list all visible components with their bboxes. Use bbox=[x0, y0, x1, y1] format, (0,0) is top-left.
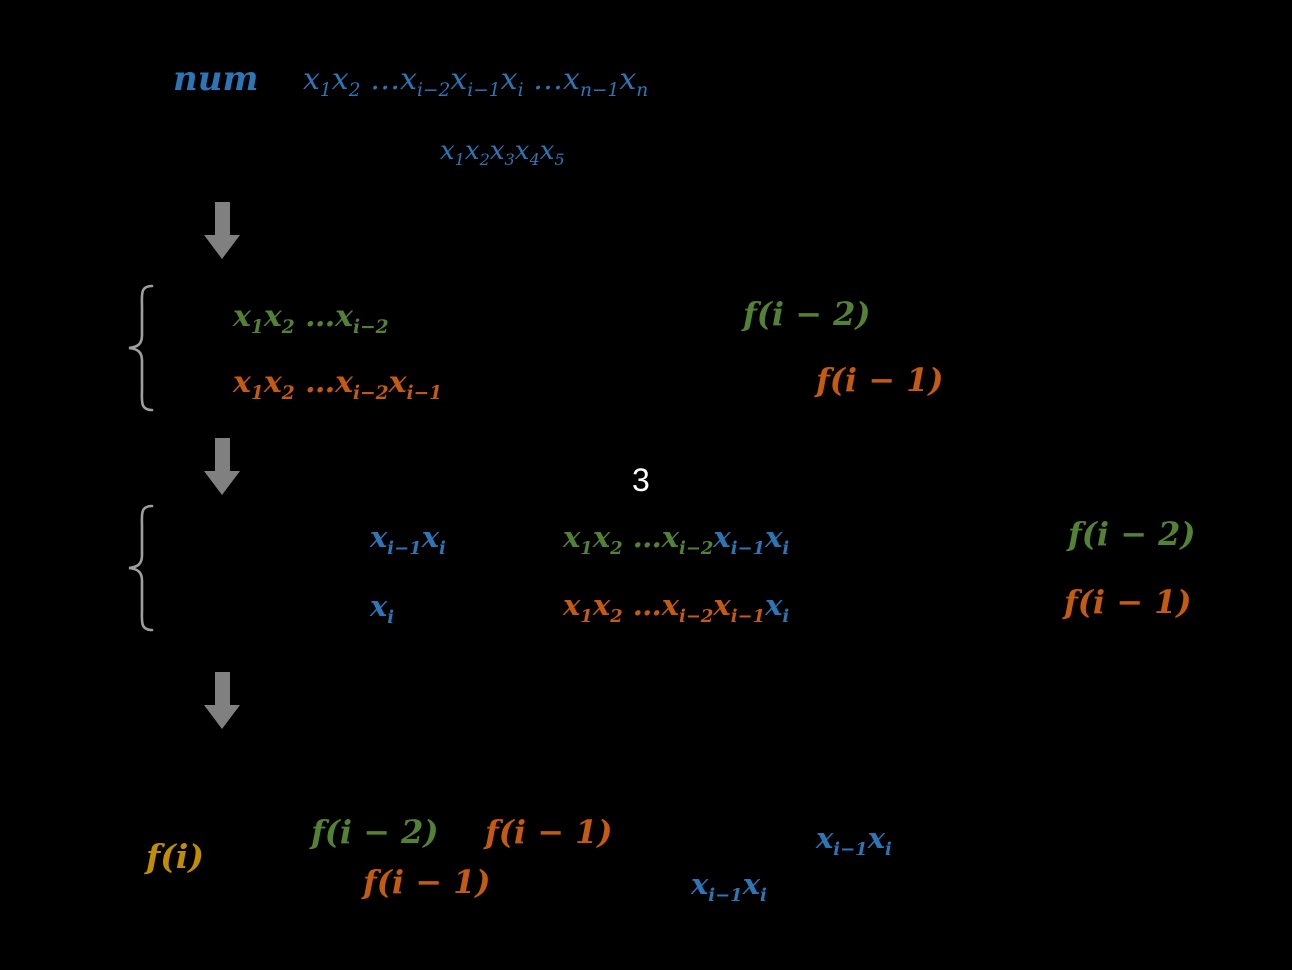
digits-general: x1x2 …xi−2xi−1xi …xn−1xn bbox=[303, 62, 649, 101]
left-brace-step1 bbox=[122, 283, 156, 417]
down-arrow-head bbox=[204, 235, 240, 259]
result-term-f-i-1: f(i − 1) bbox=[485, 813, 613, 851]
down-arrow-shaft bbox=[214, 202, 230, 235]
down-arrow-1 bbox=[204, 202, 240, 259]
left-brace-icon bbox=[128, 504, 154, 632]
combined-number-two-digit: x1x2 …xi−2xi−1xi bbox=[563, 520, 790, 559]
count-f-i-1: f(i − 1) bbox=[816, 361, 944, 399]
combined-number-one-digit: x1x2 …xi−2xi−1xi bbox=[563, 588, 790, 627]
result-f-i: f(i) bbox=[146, 837, 204, 876]
down-arrow-head bbox=[204, 471, 240, 495]
result-term-f-i-2: f(i − 2) bbox=[311, 813, 439, 851]
combined-suffix-blue: xi bbox=[765, 588, 790, 627]
result-line2-term-f-i-1: f(i − 1) bbox=[363, 863, 491, 901]
down-arrow-shaft bbox=[214, 438, 230, 471]
result-digits-two: xi−1xi bbox=[816, 821, 892, 860]
down-arrow-3 bbox=[204, 672, 240, 729]
down-arrow-shaft bbox=[214, 672, 230, 705]
num-label: num bbox=[173, 59, 259, 99]
down-arrow-2 bbox=[204, 438, 240, 495]
prefix-ending-i-1: x1x2 …xi−2xi−1 bbox=[233, 365, 443, 404]
case-count: 3 bbox=[632, 462, 650, 498]
result-line2-digits-two: xi−1xi bbox=[691, 867, 767, 906]
digits-example: x1x2x3x4x5 bbox=[440, 136, 565, 170]
appended-one-digit: xi bbox=[370, 589, 395, 628]
combined-suffix-blue: xi−1xi bbox=[713, 520, 790, 559]
combined-prefix-green: x1x2 …xi−2 bbox=[563, 520, 714, 559]
count-f-i-1-case: f(i − 1) bbox=[1064, 583, 1192, 621]
count-f-i-2: f(i − 2) bbox=[743, 295, 871, 333]
down-arrow-head bbox=[204, 705, 240, 729]
appended-two-digits: xi−1xi bbox=[370, 520, 446, 559]
count-f-i-2-case: f(i − 2) bbox=[1068, 515, 1196, 553]
prefix-ending-i-2: x1x2 …xi−2 bbox=[233, 299, 389, 338]
left-brace-step2 bbox=[122, 503, 156, 637]
combined-prefix-orange: x1x2 …xi−2xi−1 bbox=[563, 588, 766, 627]
left-brace-icon bbox=[128, 284, 154, 412]
